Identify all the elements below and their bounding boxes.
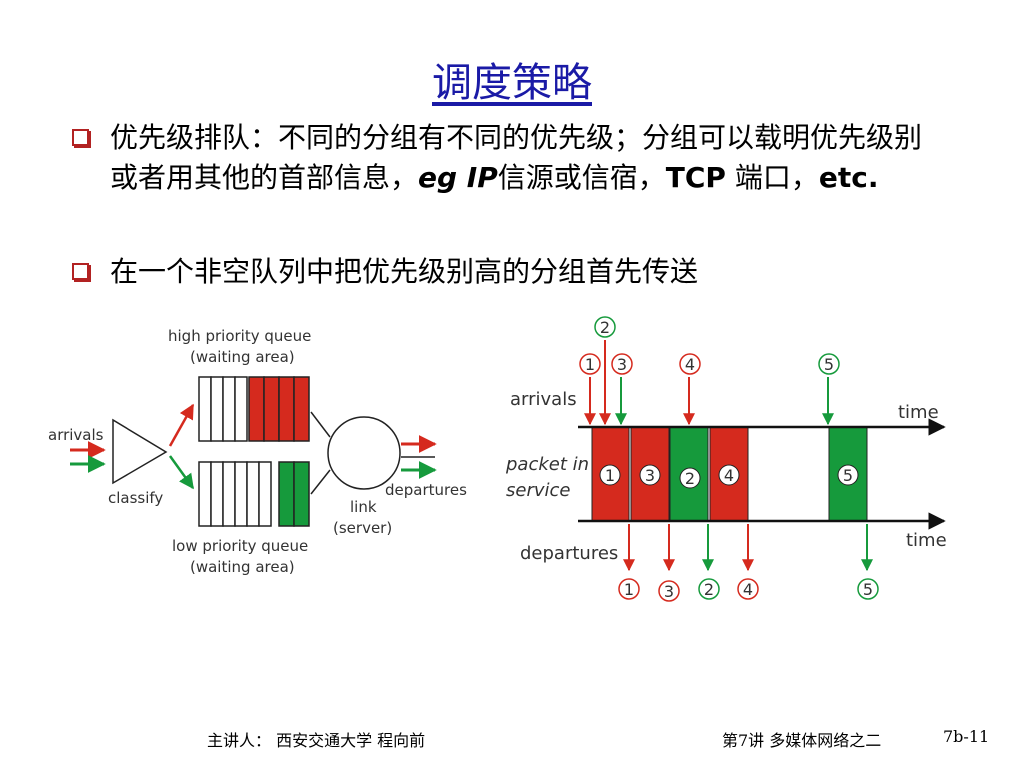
service-circle-4 <box>718 464 740 486</box>
departure-circle-1 <box>618 578 640 600</box>
high-to-link-line <box>310 411 331 438</box>
bullet-text: 在一个非空队列中把优先级别高的分组首先传送 <box>110 255 699 288</box>
arrival-circle-4 <box>679 353 701 375</box>
departure-num-2: 2 <box>704 580 714 599</box>
departure-circle-3 <box>658 580 680 602</box>
high-priority-queue <box>198 376 310 442</box>
service-num-2: 2 <box>685 469 695 488</box>
link-server-circle <box>327 416 401 490</box>
departure-num-1: 1 <box>624 580 634 599</box>
classifier-triangle <box>112 418 168 485</box>
arrival-num-2: 2 <box>600 318 610 337</box>
left-queue-diagram: arrivals classify high priority queue (w… <box>48 327 467 576</box>
bullet-box-icon <box>72 129 89 146</box>
service-circle-2 <box>679 467 701 489</box>
to-low-queue-arrow <box>168 455 195 490</box>
bullet-priority-queue: 优先级排队：不同的分组有不同的优先级；分组可以载明优先级别或者用其他的首部信息，… <box>72 118 932 198</box>
departure-circle-2 <box>698 578 720 600</box>
arrival-circle-5 <box>818 353 840 375</box>
arrival-circle-3 <box>611 353 633 375</box>
time-top-label: time <box>898 402 939 423</box>
service-circle-3 <box>639 464 661 486</box>
right-timing-diagram: arrivals time packet in service departur… <box>505 316 947 602</box>
time-bottom-label: time <box>906 530 947 551</box>
arrival-num-1: 1 <box>585 355 595 374</box>
departure-num-3: 3 <box>664 582 674 601</box>
bullet-text-eg-ip: eg IP <box>418 161 498 194</box>
bullet-text-etc: etc. <box>818 161 879 194</box>
arrival-circle-2 <box>594 316 616 338</box>
service-num-5: 5 <box>843 466 853 485</box>
footer-lecture-title: 第7讲 多媒体网络之二 <box>722 731 882 750</box>
classify-label: classify <box>108 489 163 507</box>
bullet-text: 优先级排队：不同的分组有不同的优先级；分组可以载明优先级别或者用其他的首部信息，… <box>110 118 932 198</box>
arrival-num-3: 3 <box>617 355 627 374</box>
timing-arrivals-label: arrivals <box>510 389 577 410</box>
high-queue-sublabel: (waiting area) <box>190 348 295 366</box>
bullet-text-part: 端口， <box>725 161 819 194</box>
departure-num-5: 5 <box>863 580 873 599</box>
bullet-box-icon <box>72 263 89 280</box>
service-num-1: 1 <box>605 466 615 485</box>
service-num-3: 3 <box>645 466 655 485</box>
footer-lecturer: 主讲人： 西安交通大学 程向前 <box>207 731 426 750</box>
arrival-num-4: 4 <box>685 355 695 374</box>
packet-in-service-label-2: service <box>506 480 570 501</box>
departure-circle-5 <box>857 578 879 600</box>
low-to-link-line <box>310 469 331 495</box>
link-sublabel: (server) <box>333 519 392 537</box>
service-circle-5 <box>837 464 859 486</box>
low-queue-label: low priority queue <box>172 537 308 555</box>
packet-in-service-label: packet in <box>505 454 589 475</box>
footer-page-number: 7b-11 <box>943 727 990 746</box>
arrival-circle-1 <box>579 353 601 375</box>
to-high-queue-arrow <box>168 403 195 447</box>
bullet-text-part: 信源或信宿， <box>497 161 666 194</box>
timing-departures-label: departures <box>520 543 618 564</box>
service-num-4: 4 <box>724 466 734 485</box>
link-label: link <box>350 498 377 516</box>
bullet-send-high-first: 在一个非空队列中把优先级别高的分组首先传送 <box>72 252 932 292</box>
arrivals-label: arrivals <box>48 426 104 444</box>
slide-title: 调度策略 <box>432 60 592 106</box>
arrival-num-5: 5 <box>824 355 834 374</box>
bullet-text-part: 优先级排队：不同的分组有不同的优先级；分组可以载明优先级别或者用其他的首部信息， <box>110 121 923 194</box>
high-queue-label: high priority queue <box>168 327 311 345</box>
low-priority-queue <box>198 461 310 527</box>
service-circle-1 <box>599 464 621 486</box>
departure-circle-4 <box>737 578 759 600</box>
bullet-text-tcp: TCP <box>665 161 726 194</box>
low-queue-sublabel: (waiting area) <box>190 558 295 576</box>
departures-label: departures <box>385 481 467 499</box>
departure-num-4: 4 <box>743 580 753 599</box>
